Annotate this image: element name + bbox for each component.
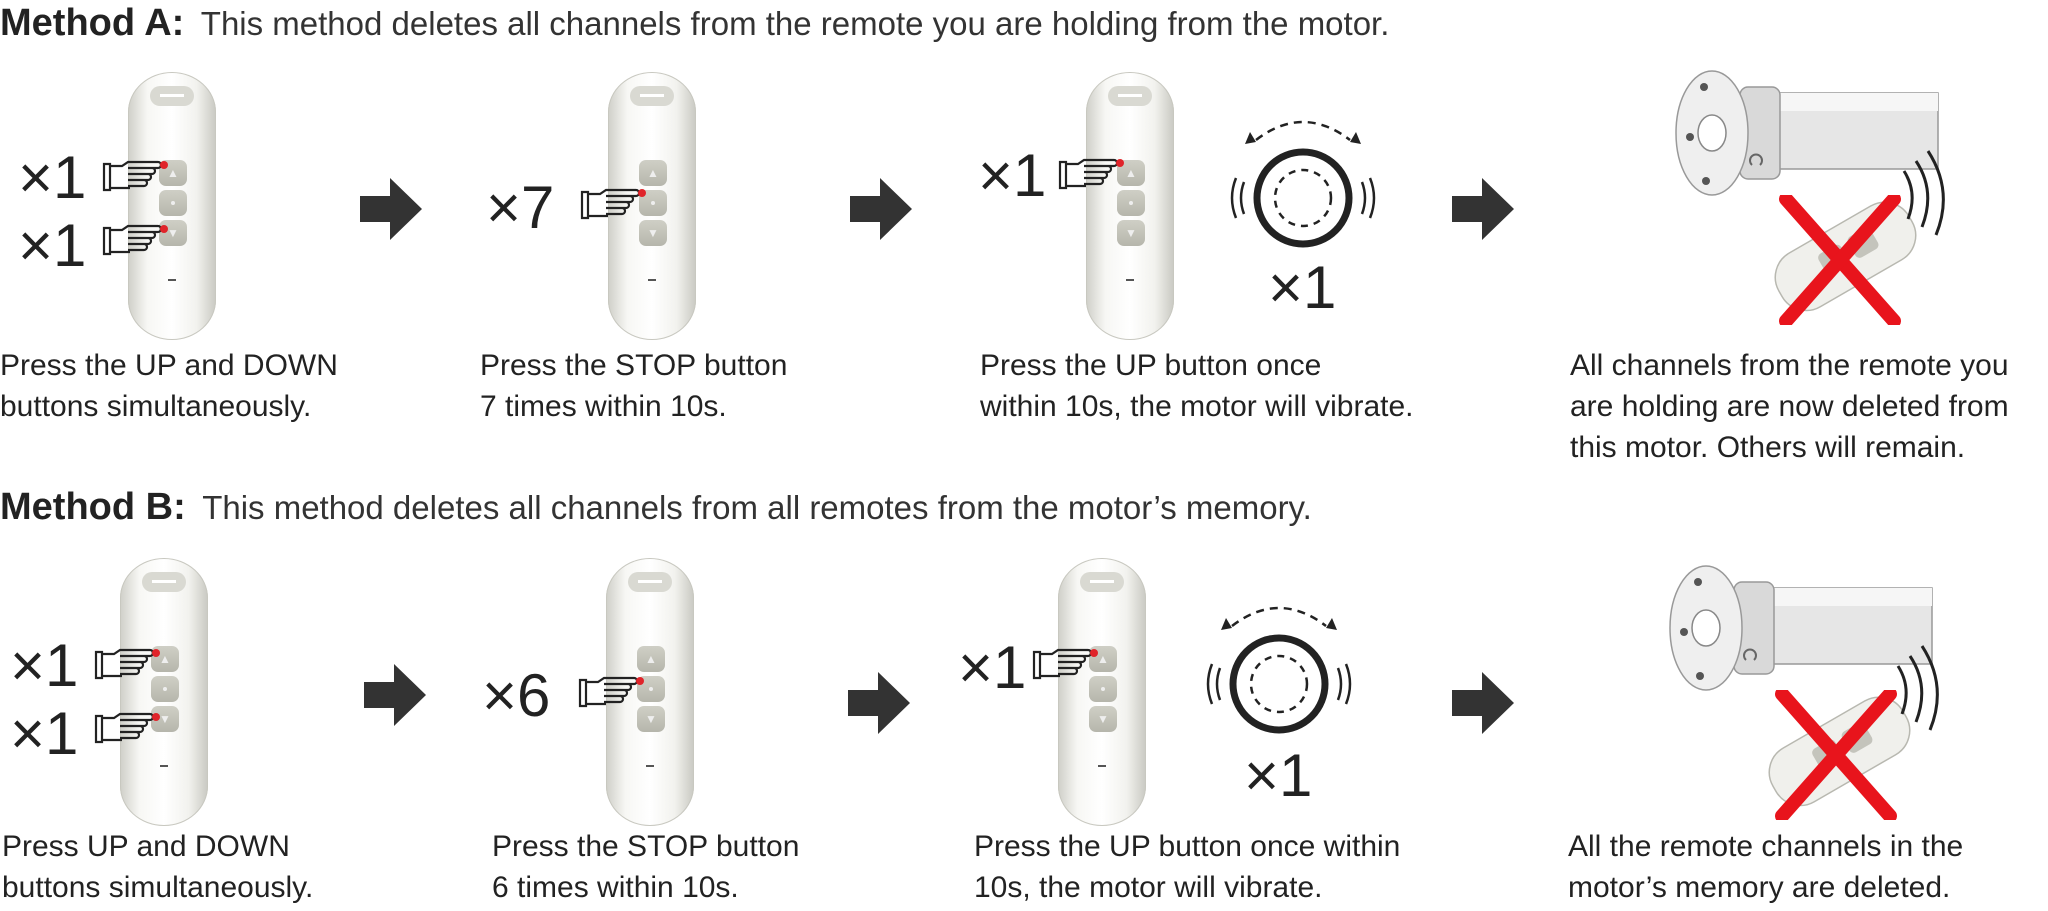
pointing-hand-icon [1058, 158, 1124, 190]
press-count: ×6 [482, 662, 551, 729]
method-b-step-3: ▲ ▼ ×1 ×1 Press the UP button once withi… [958, 556, 1438, 911]
press-count: ×1 [18, 212, 87, 279]
red-cross-icon [1775, 690, 1897, 820]
right-arrow-icon [848, 672, 910, 734]
method-a-step-1: ▲ ▼ ×1 ×1 Press the UP and DOWN buttons … [0, 70, 360, 423]
pointing-hand-icon [1032, 648, 1098, 680]
method-b-step-2: ▲ ▼ ×6 Press the STOP button 6 times wit… [478, 556, 828, 911]
vibrating-motor-icon [1230, 120, 1376, 248]
right-arrow-icon [360, 178, 422, 240]
step-caption: Press the STOP button 6 times within 10s… [492, 830, 800, 904]
vibration-count: ×1 [1268, 254, 1337, 321]
remote-control-icon: ▲ ▼ [606, 558, 694, 826]
method-a-header: Method A: This method deletes all channe… [0, 2, 1389, 45]
vibration-count: ×1 [1244, 742, 1313, 809]
step-caption: All the remote channels in the motor’s m… [1568, 830, 1964, 904]
step-caption: All channels from the remote you are hol… [1570, 349, 2009, 464]
remote-control-icon: ▲ ▼ [128, 72, 216, 340]
method-b-step-1: ▲ ▼ ×1 ×1 Press UP and DOWN buttons simu… [0, 556, 360, 911]
pointing-hand-icon [580, 188, 646, 220]
right-arrow-icon [364, 664, 426, 726]
press-count: ×1 [978, 142, 1047, 209]
press-count: ×1 [958, 634, 1027, 701]
method-b-step-4: All the remote channels in the motor’s m… [1566, 556, 2048, 911]
pointing-hand-icon [94, 712, 160, 744]
method-b-description: This method deletes all channels from al… [202, 489, 1312, 526]
pointing-hand-icon [102, 160, 168, 192]
press-count: ×7 [486, 174, 555, 241]
press-count: ×1 [10, 700, 79, 767]
press-count: ×1 [10, 632, 79, 699]
method-a-step-4: All channels from the remote you are hol… [1568, 55, 2048, 475]
method-a-description: This method deletes all channels from th… [200, 5, 1390, 42]
vibrating-motor-icon [1206, 606, 1352, 734]
step-caption: Press the STOP button 7 times within 10s… [480, 349, 788, 423]
step-caption: Press the UP and DOWN buttons simultaneo… [0, 349, 338, 423]
step-caption: Press the UP button once within 10s, the… [974, 830, 1401, 904]
pointing-hand-icon [102, 224, 168, 256]
right-arrow-icon [1452, 672, 1514, 734]
method-a-step-2: ▲ ▼ ×7 Press the STOP button 7 times wit… [478, 70, 828, 423]
right-arrow-icon [850, 178, 912, 240]
step-caption: Press UP and DOWN buttons simultaneously… [2, 830, 314, 904]
step-caption: Press the UP button once within 10s, the… [980, 349, 1414, 423]
remote-control-icon: ▲ ▼ [608, 72, 696, 340]
right-arrow-icon [1452, 178, 1514, 240]
method-a-title: Method A: [0, 2, 185, 44]
pointing-hand-icon [578, 676, 644, 708]
method-a-step-3: ▲ ▼ ×1 ×1 Press the UP button once withi… [978, 70, 1458, 423]
method-b-title: Method B: [0, 486, 186, 528]
press-count: ×1 [18, 144, 87, 211]
remote-control-icon: ▲ ▼ [1086, 72, 1174, 340]
remote-control-icon: ▲ ▼ [1058, 558, 1146, 826]
pointing-hand-icon [94, 648, 160, 680]
red-cross-icon [1779, 195, 1901, 325]
remote-control-icon: ▲ ▼ [120, 558, 208, 826]
method-b-header: Method B: This method deletes all channe… [0, 486, 1312, 529]
